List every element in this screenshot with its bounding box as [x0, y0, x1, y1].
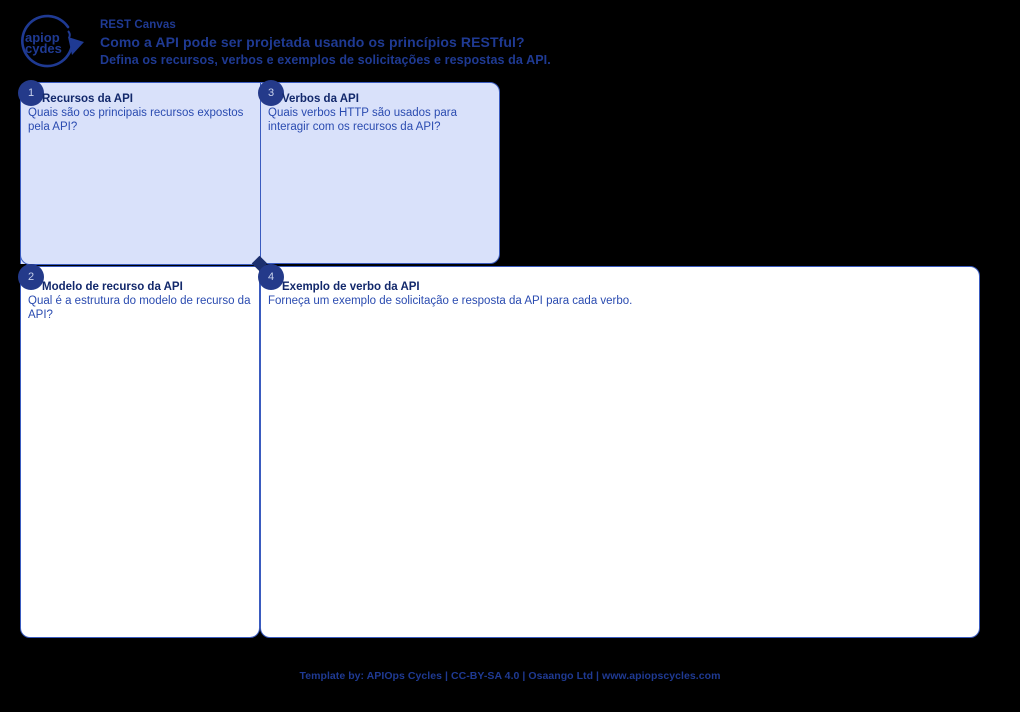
card-text-recursos: Recursos da API Quais são os principais … — [28, 92, 252, 134]
card-title-modelo: Modelo de recurso da API — [42, 281, 183, 293]
card-badge-4: 4 — [258, 264, 284, 290]
card-desc-modelo: Qual é a estrutura do modelo de recurso … — [28, 295, 251, 321]
card-text-verbos: Verbos da API Quais verbos HTTP são usad… — [268, 92, 497, 134]
page-title: REST Canvas — [100, 19, 176, 31]
page-header: apiop cydes REST Canvas Como a API pode … — [0, 0, 1020, 80]
card-recursos-da-api[interactable] — [20, 82, 260, 264]
card-recursos-bottom-cap — [20, 255, 260, 265]
card-modelo-de-recurso-da-api[interactable] — [20, 266, 260, 638]
card-exemplo-de-verbo-da-api[interactable] — [260, 266, 980, 638]
card-title-verbos: Verbos da API — [282, 93, 359, 105]
card-badge-3: 3 — [258, 80, 284, 106]
card-title-exemplo: Exemplo de verbo da API — [282, 281, 420, 293]
card-verbos-da-api[interactable] — [260, 82, 500, 264]
card-badge-2: 2 — [18, 264, 44, 290]
card-text-exemplo: Exemplo de verbo da API Forneça um exemp… — [268, 280, 972, 309]
card-desc-exemplo: Forneça um exemplo de solicitação e resp… — [268, 295, 633, 307]
card-desc-verbos: Quais verbos HTTP são usados para intera… — [268, 107, 457, 133]
card-desc-recursos: Quais são os principais recursos exposto… — [28, 107, 244, 133]
apiops-cycles-logo-icon: apiop cydes — [12, 11, 94, 71]
header-text-block: REST Canvas Como a API pode ser projetad… — [100, 18, 551, 69]
header-question: Como a API pode ser projetada usando os … — [100, 34, 525, 50]
card-badge-1: 1 — [18, 80, 44, 106]
header-subtitle: Defina os recursos, verbos e exemplos de… — [100, 53, 551, 67]
footer-attribution: Template by: APIOps Cycles | CC-BY-SA 4.… — [299, 670, 721, 682]
card-title-recursos: Recursos da API — [42, 93, 133, 105]
svg-text:apiop: apiop — [25, 30, 60, 45]
card-text-modelo: Modelo de recurso da API Qual é a estrut… — [28, 280, 254, 322]
svg-text:cydes: cydes — [25, 41, 62, 56]
